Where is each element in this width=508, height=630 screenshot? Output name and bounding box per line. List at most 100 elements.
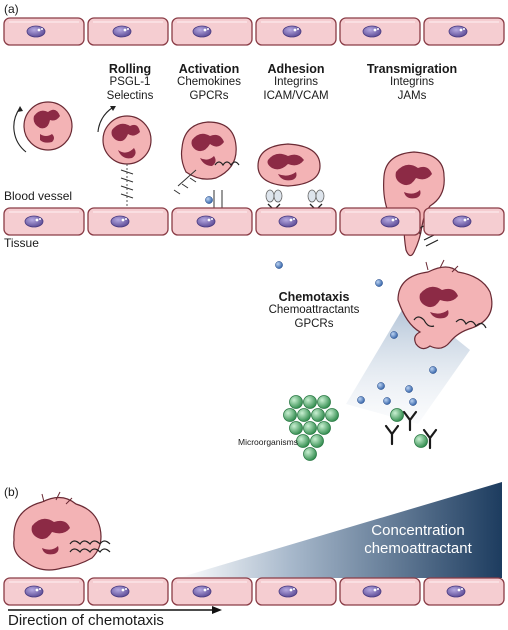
stage-adhesion-title: Adhesion [267,62,325,76]
endothelial-cell [3,577,85,606]
endothelium-middle-row [3,207,505,236]
stage-activation-line-2: GPCRs [189,89,229,102]
endothelial-cell [423,17,505,46]
stage-activation: Activation Chemokines GPCRs [168,62,250,103]
concentration-line-2: chemoattractant [364,540,472,557]
nucleus [278,215,298,228]
chemokine-dot [405,385,413,393]
chemokine-dot [383,397,391,405]
chemokine-dot [275,261,283,269]
microorganism [310,434,324,448]
microorganism [317,395,331,409]
microorganism-cluster [283,395,428,461]
microorganism [303,421,317,435]
endothelial-cell [255,17,337,46]
leukocyte-rolling [97,106,152,206]
blood-vessel-label: Blood vessel [4,189,73,203]
endothelial-cell [339,577,421,606]
stage-adhesion-line-2: ICAM/VCAM [263,89,329,102]
microorganism [311,408,325,422]
microorganism [289,395,303,409]
panel-label-a: (a) [4,2,19,16]
leukocyte-chemotaxis [397,259,493,350]
endothelial-cell [423,577,505,606]
nucleus [112,25,132,38]
chemokine-dot [429,366,437,374]
endothelial-cell [255,577,337,606]
nucleus [192,25,212,38]
stage-transmigration-title: Transmigration [366,62,458,76]
nucleus [446,585,466,598]
chemokine-dot [357,396,365,404]
chemotaxis-line-1: Chemoattractants [268,304,360,317]
direction-arrow [8,606,222,614]
endothelial-cell [255,207,337,236]
concentration-line-1: Concentration [371,522,465,539]
chemokine-dot [409,398,417,406]
nucleus [362,25,382,38]
microorganism [317,421,331,435]
chemokine-dot [377,382,385,390]
microorganism [289,421,303,435]
concentration-label: Concentration chemoattractant [338,522,498,558]
microorganism [283,408,297,422]
nucleus [278,585,298,598]
stage-transmigration-line-2: JAMs [397,89,427,102]
nucleus [192,585,212,598]
leukocyte-adhesion [257,143,325,211]
endothelial-cell [171,207,253,236]
microorganism [414,434,428,448]
tissue-label: Tissue [4,236,39,250]
nucleus [24,585,44,598]
stage-transmigration: Transmigration Integrins JAMs [356,62,468,103]
nucleus [26,25,46,38]
endothelial-cell [339,207,421,236]
stage-adhesion: Adhesion Integrins ICAM/VCAM [256,62,336,103]
stage-activation-line-1: Chemokines [177,76,241,89]
endothelium-top-row [3,17,505,46]
direction-label: Direction of chemotaxis [8,612,164,629]
endothelial-cell [87,17,169,46]
microorganism [390,408,404,422]
microorganism [303,395,317,409]
endothelium-bottom-row [3,577,505,606]
stage-transmigration-line-1: Integrins [389,76,435,89]
microorganism [325,408,339,422]
endothelial-cell [171,577,253,606]
stage-adhesion-line-1: Integrins [273,76,319,89]
leukocyte-transmigration [383,151,445,257]
microorganism [303,447,317,461]
leukocyte-activation [173,121,240,208]
nucleus [380,215,400,228]
nucleus [110,215,130,228]
endothelial-cell [3,207,85,236]
leukocyte-panel-b [13,491,111,571]
chemotaxis-title: Chemotaxis [278,290,350,304]
nucleus [24,215,44,228]
nucleus [448,25,468,38]
nucleus [362,585,382,598]
endothelial-cell [171,17,253,46]
chemokine-dot [390,331,398,339]
stage-rolling-line-1: PSGL-1 [109,76,151,89]
nucleus [196,215,216,228]
endothelial-cell [87,207,169,236]
chemokine-dot [375,279,383,287]
stage-rolling: Rolling PSGL-1 Selectins [94,62,166,103]
endothelial-cell [423,207,505,236]
nucleus [282,25,302,38]
stage-activation-title: Activation [178,62,240,76]
chemokine-dot [205,196,213,204]
microorganism [297,408,311,422]
chemotaxis-line-2: GPCRs [294,317,334,330]
concentration-gradient-wedge [178,482,502,578]
endothelial-cell [339,17,421,46]
microorganism [296,434,310,448]
endothelial-cell [3,17,85,46]
nucleus [452,215,472,228]
endothelial-cell [87,577,169,606]
stage-rolling-line-2: Selectins [106,89,154,102]
panel-label-b: (b) [4,485,19,499]
chemokine-dots [205,196,437,406]
